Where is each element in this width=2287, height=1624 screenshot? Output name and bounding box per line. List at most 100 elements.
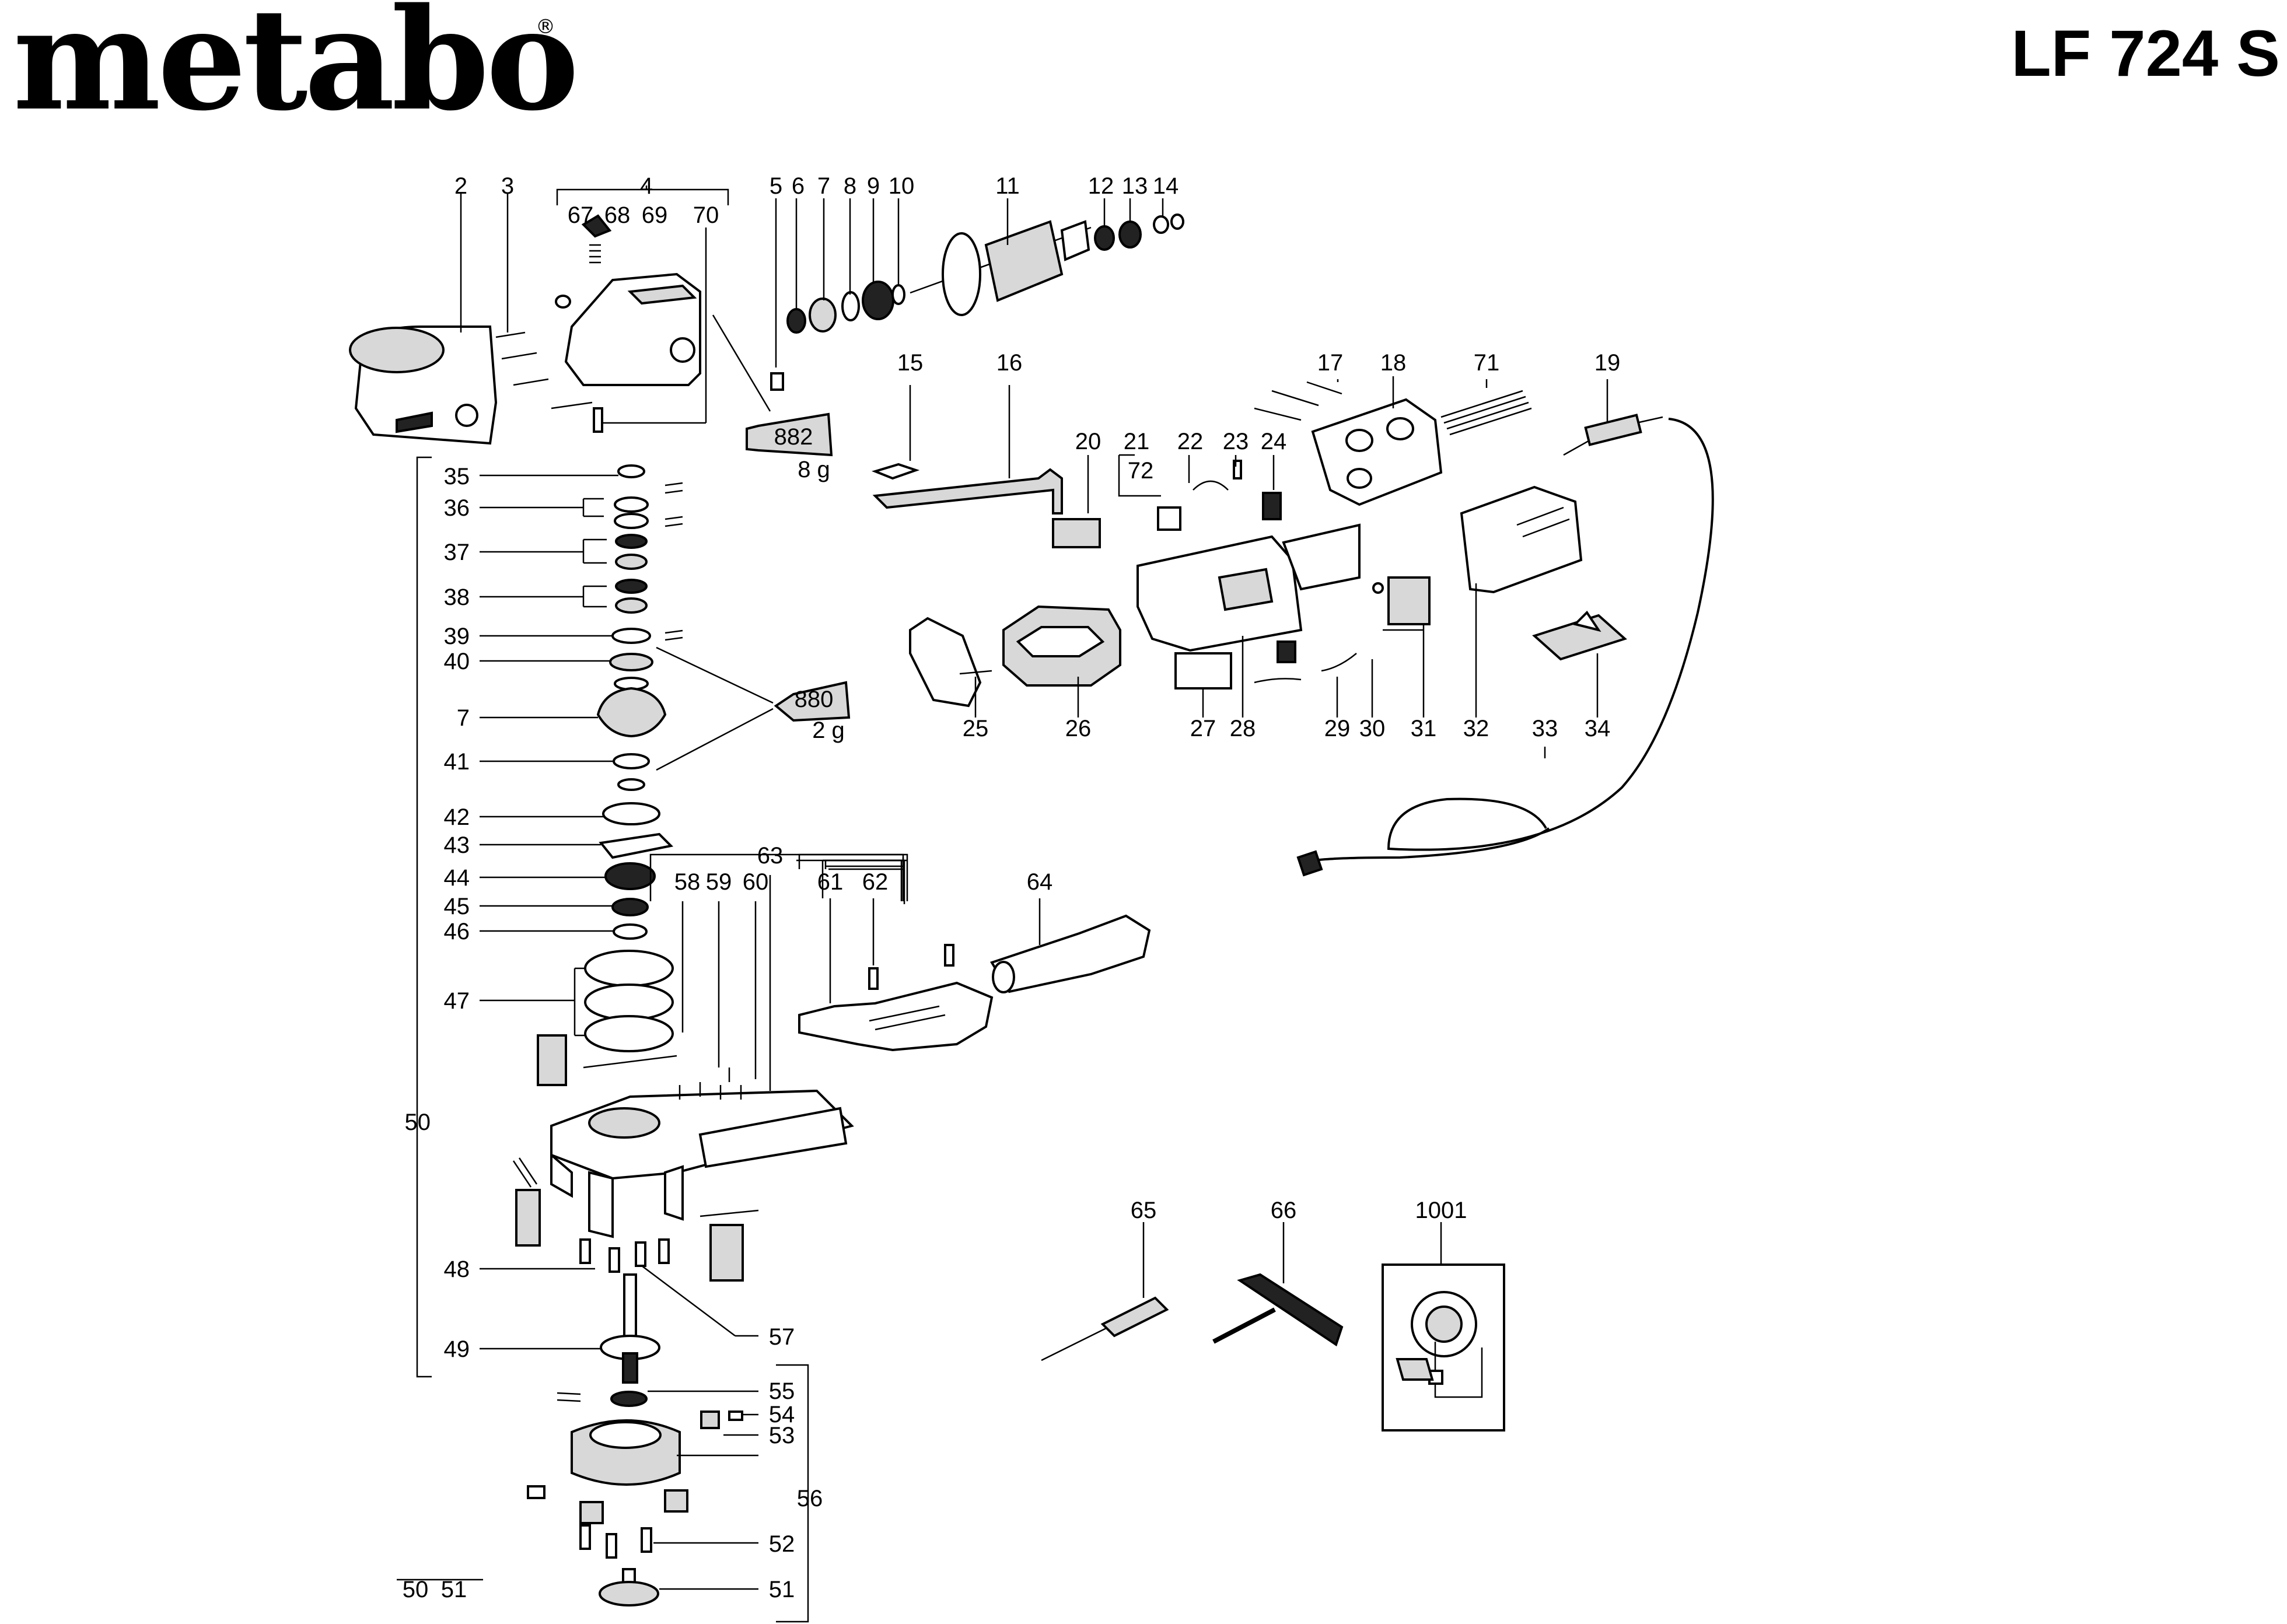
label-71	[1440, 390, 1532, 436]
grease-code-882: 882	[774, 424, 813, 450]
callout-68: 68	[604, 202, 631, 228]
grease-code-880: 880	[795, 687, 834, 712]
callout-63: 63	[757, 843, 784, 869]
callout-32: 32	[1463, 716, 1489, 741]
callout-65: 65	[1131, 1198, 1157, 1223]
callout-60: 60	[743, 869, 769, 895]
callout-29: 29	[1324, 716, 1351, 741]
callout-11: 11	[995, 173, 1020, 199]
warning-label-34	[1532, 610, 1627, 661]
callout-27: 27	[1190, 716, 1216, 741]
callout-26: 26	[1065, 716, 1092, 741]
callout-58: 58	[674, 869, 701, 895]
grease-amount-8g: 8 g	[798, 457, 830, 482]
springs-and-plates	[512, 1157, 759, 1282]
pad-assembly	[527, 1391, 743, 1606]
callout-9: 9	[867, 173, 880, 199]
callout-37: 37	[444, 540, 470, 565]
callout-39: 39	[444, 624, 470, 649]
callout-59: 59	[706, 869, 732, 895]
callout-14: 14	[1153, 173, 1179, 199]
gear-cover-4	[555, 214, 701, 433]
leaders-35-47	[480, 474, 618, 1037]
callout-12: 12	[1088, 173, 1114, 199]
callout-31: 31	[1411, 716, 1437, 741]
callout-67: 67	[568, 202, 594, 228]
callout-64: 64	[1027, 869, 1053, 895]
callout-47: 47	[444, 988, 470, 1014]
callout-22: 22	[1177, 429, 1204, 454]
hex-key-66	[1212, 1273, 1344, 1347]
grease-tube-880: 880 2 g	[774, 681, 851, 743]
gear-train	[770, 281, 905, 391]
model-title: LF 724 S	[2011, 17, 2280, 90]
bracket-63-left	[649, 853, 908, 901]
handle-cover-18	[1311, 398, 1443, 506]
callout-71: 71	[1474, 350, 1500, 376]
screws-60	[679, 1068, 742, 1100]
bracket-4	[556, 188, 729, 205]
callout-62: 62	[862, 869, 889, 895]
callout-33: 33	[1532, 716, 1558, 741]
callout-69: 69	[642, 202, 668, 228]
callout-2: 2	[454, 173, 467, 199]
screws-62	[868, 944, 954, 990]
callout-19: 19	[1594, 350, 1621, 376]
cable-19-33	[1296, 414, 1714, 877]
callout-41: 41	[444, 749, 470, 775]
callout-23: 23	[1223, 429, 1249, 454]
callout-17: 17	[1317, 350, 1344, 376]
capacitor-29-30	[1254, 640, 1357, 684]
switch-rod-16	[871, 463, 1063, 514]
callout-4: 4	[640, 173, 653, 199]
cover-32	[1460, 485, 1583, 594]
brand-logo: metabo	[13, 0, 579, 142]
callout-5: 5	[770, 173, 782, 199]
callout-25: 25	[963, 716, 989, 741]
callout-54: 54	[769, 1402, 795, 1427]
callout-51-right: 51	[769, 1577, 795, 1602]
callout-51-left: 51	[441, 1577, 467, 1602]
armature-11	[910, 214, 1184, 316]
callout-30: 30	[1359, 716, 1386, 741]
stator-26	[1002, 605, 1121, 687]
callout-45: 45	[444, 894, 470, 919]
callout-55: 55	[769, 1378, 795, 1404]
callout-66: 66	[1271, 1198, 1297, 1223]
callout-34: 34	[1585, 716, 1611, 741]
callout-52: 52	[769, 1531, 795, 1557]
grease-arrows-880	[656, 646, 774, 771]
callout-38: 38	[444, 584, 470, 610]
callout-53: 53	[769, 1423, 795, 1448]
callout-40: 40	[444, 649, 470, 674]
callout-46: 46	[444, 919, 470, 944]
switch-31	[1372, 576, 1431, 625]
callout-8: 8	[844, 173, 856, 199]
screws-48	[579, 1238, 670, 1273]
callout-7-top: 7	[817, 173, 830, 199]
callout-10: 10	[889, 173, 915, 199]
bearing-flange-25	[909, 617, 992, 708]
callout-36: 36	[444, 495, 470, 521]
callout-1001: 1001	[1415, 1198, 1467, 1223]
callout-72: 72	[1128, 458, 1154, 484]
callout-56: 56	[797, 1486, 823, 1511]
callout-20: 20	[1075, 429, 1101, 454]
callout-42: 42	[444, 804, 470, 830]
callout-61: 61	[817, 869, 844, 895]
eccentric-stack	[537, 464, 674, 1086]
registered-mark: ®	[536, 15, 555, 38]
callout-70: 70	[693, 202, 719, 228]
dust-adapter-61	[798, 981, 994, 1052]
grease-amount-2g: 2 g	[812, 718, 845, 743]
bracket-50	[416, 456, 432, 1378]
grease-tube-882: 882 8 g	[746, 412, 833, 482]
screwdriver-65	[1041, 1296, 1169, 1362]
callout-15: 15	[897, 350, 924, 376]
callout-43: 43	[444, 832, 470, 858]
callout-50-bottom: 50	[403, 1577, 429, 1602]
callout-6: 6	[792, 173, 805, 199]
brush-holder	[1157, 460, 1282, 531]
